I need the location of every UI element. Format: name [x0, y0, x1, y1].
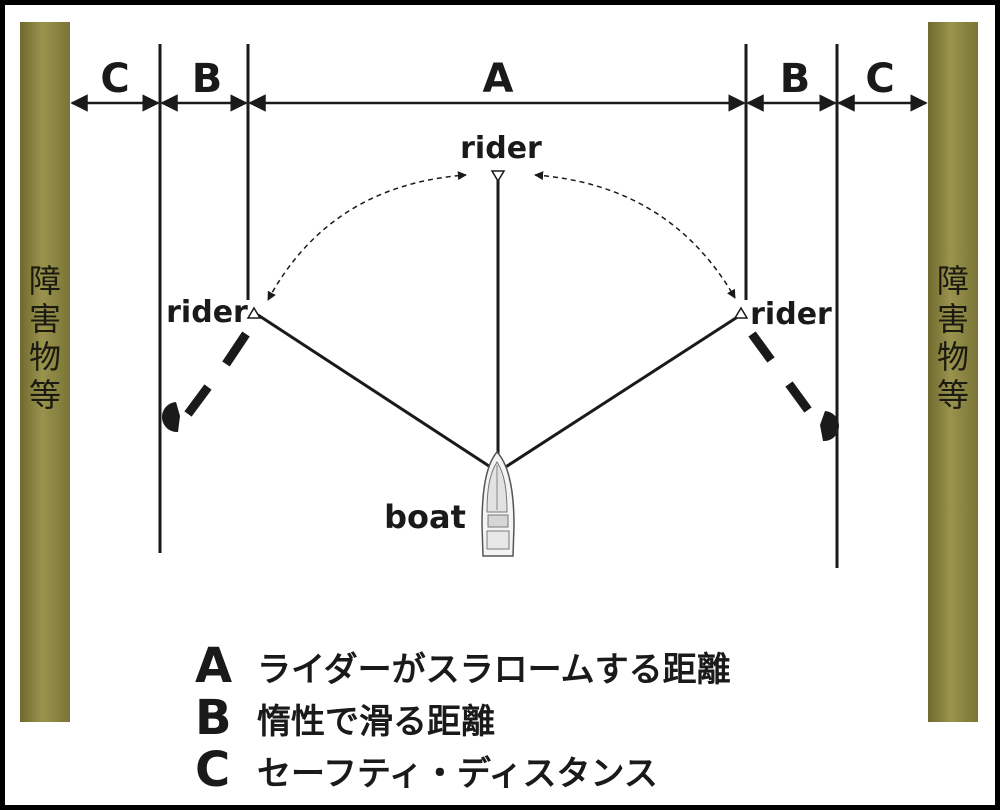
obstacle-left-char-3: 物: [28, 338, 61, 376]
legend-row-c: C セーフティ・ディスタンス: [195, 742, 731, 798]
obstacle-left-char-1: 障: [28, 262, 61, 300]
fallen-rider-right: [820, 411, 840, 442]
obstacle-left-char-4: 等: [28, 376, 61, 414]
dimension-label-left-c: C: [100, 56, 129, 102]
boat-label: boat: [384, 498, 466, 536]
dimension-label-right-c: C: [865, 56, 894, 102]
legend-text-a: ライダーがスラロームする距離: [257, 649, 731, 690]
rider-label-left: rider: [166, 295, 248, 330]
obstacle-right-char-3: 物: [936, 338, 969, 376]
tow-rope-right: [503, 314, 740, 470]
dimension-label-center-a: A: [483, 56, 514, 102]
slalom-arc-left: [267, 171, 467, 301]
legend-letter-c: C: [195, 742, 231, 798]
rider-marker-left: [246, 306, 262, 319]
tow-rope-left: [257, 313, 493, 470]
obstacle-right-char-2: 害: [936, 300, 969, 338]
legend-letter-a: A: [195, 638, 233, 694]
rider-label-top: rider: [460, 131, 542, 166]
legend-letter-b: B: [195, 690, 232, 746]
rider-marker-right: [733, 306, 749, 319]
legend: A ライダーがスラロームする距離 B 惰性で滑る距離 C セーフティ・ディスタン…: [195, 638, 731, 798]
boat-icon: [481, 450, 515, 557]
rider-label-right: rider: [750, 297, 832, 332]
legend-row-b: B 惰性で滑る距離: [195, 690, 731, 746]
obstacle-left: 障 害 物 等: [20, 22, 70, 722]
slalom-arc-right: [534, 171, 736, 299]
obstacle-right-char-4: 等: [936, 376, 969, 414]
legend-text-c: セーフティ・ディスタンス: [257, 753, 658, 794]
rider-marker-top: [490, 170, 506, 183]
obstacle-right-char-1: 障: [936, 262, 969, 300]
dimension-label-left-b: B: [192, 56, 223, 102]
dimension-label-right-b: B: [780, 56, 811, 102]
legend-row-a: A ライダーがスラロームする距離: [195, 638, 731, 694]
obstacle-left-char-2: 害: [28, 300, 61, 338]
fallen-rider-left: [161, 402, 180, 433]
obstacle-right: 障 害 物 等: [928, 22, 978, 722]
legend-text-b: 惰性で滑る距離: [257, 701, 495, 742]
glide-path-right: [748, 331, 812, 413]
glide-path-left: [184, 331, 250, 417]
